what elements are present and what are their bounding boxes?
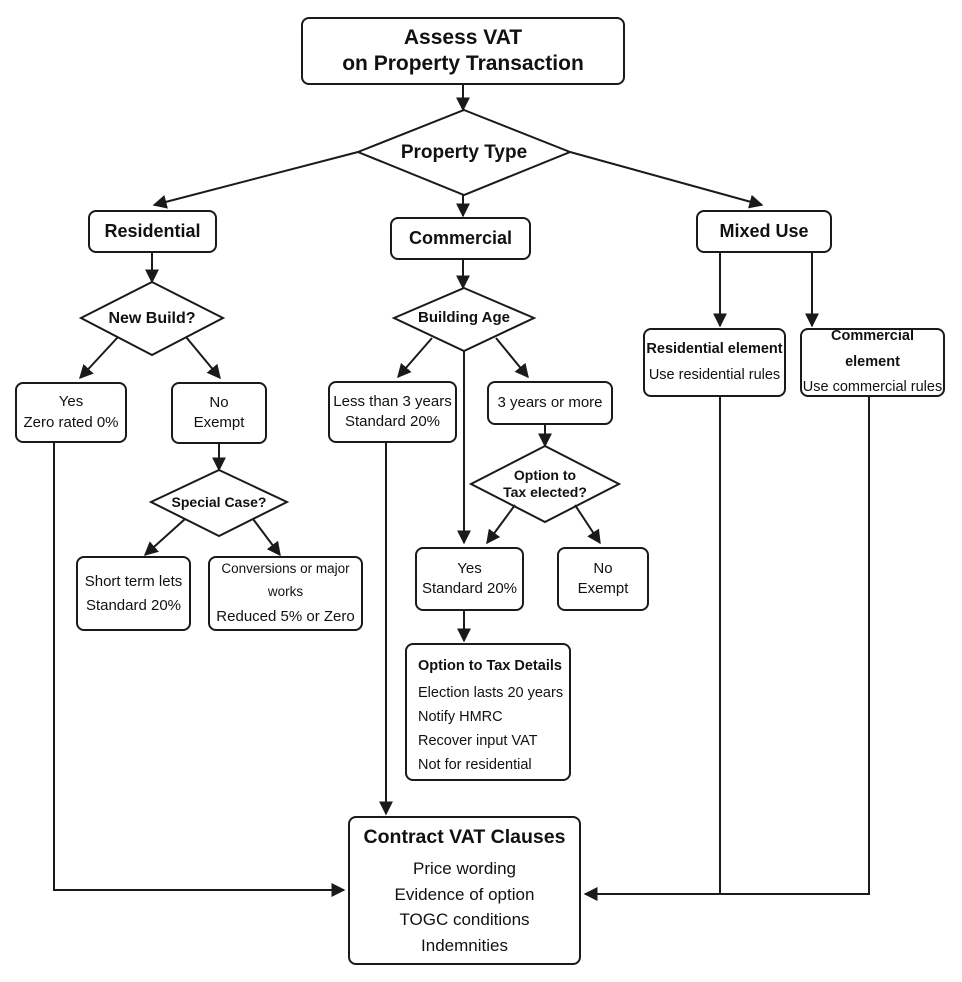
arrow-age-to-over3 (495, 337, 529, 379)
res-element-rule: Use residential rules (648, 366, 781, 383)
zero-rated-line2: Zero rated 0% (23, 413, 119, 431)
contract-title: Contract VAT Clauses (363, 825, 566, 848)
arrow-com-element-to-contract (583, 397, 870, 901)
option-no-line2: Exempt (577, 580, 629, 597)
start-title-line2: on Property Transaction (342, 52, 584, 75)
commercial-box: Commercial (390, 217, 531, 260)
com-element-title: Commercial element (830, 328, 914, 370)
com-element-rule: Use commercial rules (802, 379, 943, 396)
residential-exempt-line2: Exempt (193, 414, 245, 431)
details-item: Notify HMRC (418, 708, 503, 725)
arrow-option-to-yes (486, 504, 516, 545)
option-yes-box: Yes Standard 20% (415, 547, 524, 611)
contract-item: TOGC conditions (399, 910, 530, 930)
contract-vat-clauses-box: Contract VAT Clauses Price wording Evide… (348, 816, 581, 965)
conversions-line1: Conversions or major works (221, 560, 350, 599)
residential-element-box: Residential element Use residential rule… (643, 328, 786, 397)
arrow-option-to-no (574, 504, 601, 545)
arrow-special-to-conversions (252, 518, 281, 557)
under-3-years-box: Less than 3 years Standard 20% (328, 381, 457, 443)
arrow-zero-rated-to-contract (53, 443, 346, 897)
option-yes-line2: Standard 20% (421, 580, 518, 597)
arrow-newbuild-to-yes (79, 336, 119, 380)
contract-item: Price wording (413, 859, 516, 879)
over-3-years-box: 3 years or more (487, 381, 613, 425)
arrow-type-to-residential (152, 151, 359, 209)
property-type-label: Property Type (400, 141, 528, 163)
details-item: Election lasts 20 years (418, 684, 564, 701)
arrow-newbuild-to-no (185, 336, 221, 380)
option-to-tax-label: Option to Tax elected? (480, 463, 610, 505)
short-term-lets-box: Short term lets Standard 20% (76, 556, 191, 631)
details-item: Recover input VAT (418, 732, 538, 749)
option-to-tax-details-box: Option to Tax Details Election lasts 20 … (405, 643, 571, 781)
option-to-tax-line2: Tax elected? (503, 484, 587, 500)
details-item: Not for residential (418, 756, 532, 773)
option-yes-line1: Yes (457, 559, 482, 577)
conversions-box: Conversions or major works Reduced 5% or… (208, 556, 363, 631)
under-3-line1: Less than 3 years (333, 392, 452, 410)
option-to-tax-line1: Option to (513, 467, 577, 484)
arrow-special-to-short (143, 518, 186, 556)
conversions-line2: Reduced 5% or Zero (216, 607, 355, 625)
new-build-label: New Build? (108, 310, 196, 328)
start-box: Assess VAT on Property Transaction (301, 17, 625, 85)
building-age-label: Building Age (418, 309, 510, 326)
mixed-use-box: Mixed Use (696, 210, 832, 253)
option-no-box: No Exempt (557, 547, 649, 611)
arrow-age-to-under3 (397, 337, 433, 379)
residential-exempt-box: No Exempt (171, 382, 267, 444)
commercial-element-box: Commercial element Use commercial rules (800, 328, 945, 397)
details-title: Option to Tax Details (418, 658, 562, 674)
res-element-title: Residential element (646, 341, 783, 358)
zero-rated-line1: Yes (58, 393, 84, 411)
short-term-line1: Short term lets (84, 572, 183, 590)
residential-exempt-line1: No (209, 393, 229, 411)
contract-item: Evidence of option (394, 884, 535, 904)
zero-rated-box: Yes Zero rated 0% (15, 382, 127, 443)
special-case-label: Special Case? (171, 493, 267, 510)
start-title-line1: Assess VAT (403, 25, 523, 49)
residential-box: Residential (88, 210, 217, 253)
option-no-line1: No (593, 559, 613, 577)
new-build-diamond (78, 280, 226, 357)
contract-item: Indemnities (421, 935, 508, 955)
special-case-diamond (148, 468, 290, 538)
under-3-line2: Standard 20% (344, 413, 441, 430)
short-term-line2: Standard 20% (85, 596, 182, 614)
option-to-tax-diamond (468, 444, 622, 524)
arrow-type-to-mixed (569, 151, 764, 209)
